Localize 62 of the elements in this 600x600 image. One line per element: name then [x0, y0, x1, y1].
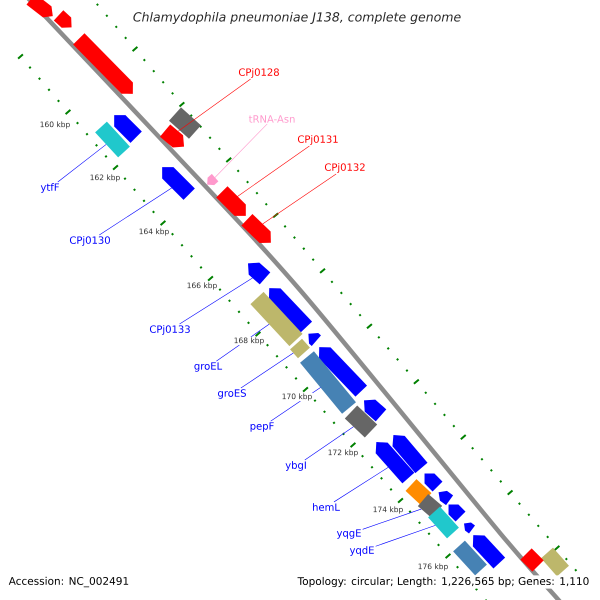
gene-label: yqdE	[350, 546, 374, 556]
leader-line	[237, 146, 310, 197]
gene-bar	[300, 351, 356, 414]
gene-feature	[26, 0, 53, 18]
gene-bar	[541, 548, 569, 576]
leader-line	[57, 144, 106, 182]
gene-label: pepF	[250, 422, 274, 432]
gene-bar	[428, 506, 459, 538]
gene-label: ytfF	[40, 183, 59, 193]
gene-feature	[268, 288, 312, 333]
gene-feature	[392, 434, 428, 474]
gene-feature	[376, 442, 414, 484]
gene-feature	[207, 174, 218, 186]
gene-feature	[216, 186, 246, 216]
leader-line	[262, 174, 336, 224]
leader-line	[334, 467, 388, 502]
gene-bar	[168, 107, 202, 139]
gene-bar	[453, 540, 487, 576]
gene-label: groEL	[194, 362, 222, 372]
gene-label: CPj0130	[70, 236, 110, 246]
gene-bar	[406, 479, 432, 505]
gene-feature	[364, 400, 386, 422]
gene-bar	[520, 548, 544, 572]
leader-line	[362, 508, 422, 530]
gene-feature	[73, 33, 133, 94]
leader-line	[179, 278, 253, 324]
title: Chlamydophila pneumoniae J138, complete genome	[133, 12, 461, 24]
gene-feature	[464, 522, 475, 534]
gene-feature	[241, 214, 271, 243]
gene-feature	[318, 347, 368, 397]
gene-feature	[54, 10, 72, 28]
leader-line	[375, 525, 436, 547]
gene-feature	[472, 535, 506, 569]
gene-feature	[114, 115, 142, 143]
gene-label: groES	[218, 389, 246, 399]
leader-line	[178, 78, 251, 132]
gene-label: hemL	[313, 503, 340, 511]
gene-label: CPj0131	[298, 135, 338, 145]
gene-label: ybgI	[286, 461, 306, 471]
gene-bar	[344, 405, 378, 438]
gene-label: CPj0133	[150, 325, 190, 335]
gene-label: CPj0128	[238, 68, 279, 78]
gene-feature	[424, 474, 442, 492]
leader-line	[214, 124, 268, 178]
gene-label: yqgE	[336, 529, 361, 539]
gene-feature	[448, 504, 466, 522]
gene-feature	[162, 167, 195, 200]
leader-line	[240, 352, 294, 388]
gene-feature	[160, 124, 184, 148]
gene-feature	[438, 490, 454, 506]
leader-line	[99, 188, 172, 236]
gene-label: tRNA-Asn	[248, 115, 295, 123]
footer-text: Topology: circular; Length: 1,226,565 bp; Genes: 1,110	[296, 575, 591, 589]
leader-line	[304, 426, 354, 460]
gene-bar	[250, 292, 303, 346]
gene-bar	[95, 122, 130, 158]
gene-feature	[248, 262, 270, 284]
gene-bar	[290, 338, 310, 358]
gene-feature	[308, 333, 321, 346]
footer-text: Accession: NC_002491	[7, 575, 131, 589]
gene-bar	[418, 494, 442, 518]
gene-label: CPj0132	[324, 163, 365, 173]
